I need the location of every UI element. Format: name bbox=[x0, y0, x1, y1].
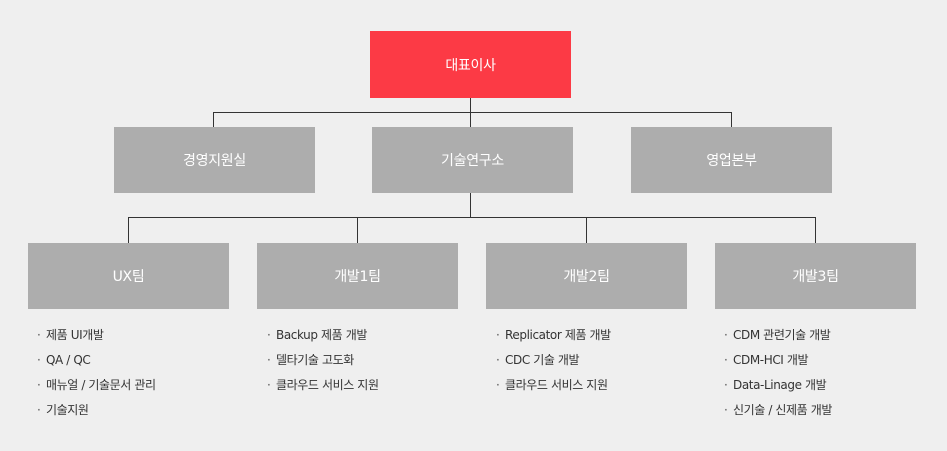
ux-team-box: UX팀 bbox=[28, 243, 229, 309]
ceo-label: 대표이사 bbox=[445, 57, 496, 74]
sales-division-label: 영업본부 bbox=[706, 153, 757, 169]
dev1-team-label: 개발1팀 bbox=[334, 269, 381, 285]
ux-team-label: UX팀 bbox=[112, 269, 145, 285]
dev1-team-duties: Backup 제품 개발 델타기술 고도화 클라우드 서비스 지원 bbox=[267, 323, 379, 398]
duty-item: CDC 기술 개발 bbox=[496, 348, 611, 373]
duty-item: 매뉴얼 / 기술문서 관리 bbox=[37, 373, 156, 398]
rnd-division-box: 기술연구소 bbox=[372, 127, 573, 193]
ceo-box: 대표이사 bbox=[370, 31, 571, 98]
duty-item: Backup 제품 개발 bbox=[267, 323, 379, 348]
dev2-team-label: 개발2팀 bbox=[563, 269, 610, 285]
duty-item: 델타기술 고도화 bbox=[267, 348, 379, 373]
dev3-team-duties: CDM 관련기술 개발 CDM-HCI 개발 Data-Linage 개발 신기… bbox=[724, 323, 832, 423]
duty-item: Replicator 제품 개발 bbox=[496, 323, 611, 348]
duty-item: QA / QC bbox=[37, 348, 156, 373]
dev2-team-box: 개발2팀 bbox=[486, 243, 687, 309]
sales-division-box: 영업본부 bbox=[631, 127, 832, 193]
duty-item: 클라우드 서비스 지원 bbox=[496, 373, 611, 398]
dev2-team-duties: Replicator 제품 개발 CDC 기술 개발 클라우드 서비스 지원 bbox=[496, 323, 611, 398]
dev1-team-box: 개발1팀 bbox=[257, 243, 458, 309]
duty-item: CDM 관련기술 개발 bbox=[724, 323, 832, 348]
rnd-division-label: 기술연구소 bbox=[441, 153, 504, 169]
duty-item: CDM-HCI 개발 bbox=[724, 348, 832, 373]
duty-item: 클라우드 서비스 지원 bbox=[267, 373, 379, 398]
management-division-label: 경영지원실 bbox=[183, 153, 246, 169]
dev3-team-label: 개발3팀 bbox=[792, 269, 839, 285]
duty-item: Data-Linage 개발 bbox=[724, 373, 832, 398]
duty-item: 신기술 / 신제품 개발 bbox=[724, 398, 832, 423]
duty-item: 기술지원 bbox=[37, 398, 156, 423]
ux-team-duties: 제품 UI개발 QA / QC 매뉴얼 / 기술문서 관리 기술지원 bbox=[37, 323, 156, 423]
management-division-box: 경영지원실 bbox=[114, 127, 315, 193]
dev3-team-box: 개발3팀 bbox=[715, 243, 916, 309]
duty-item: 제품 UI개발 bbox=[37, 323, 156, 348]
